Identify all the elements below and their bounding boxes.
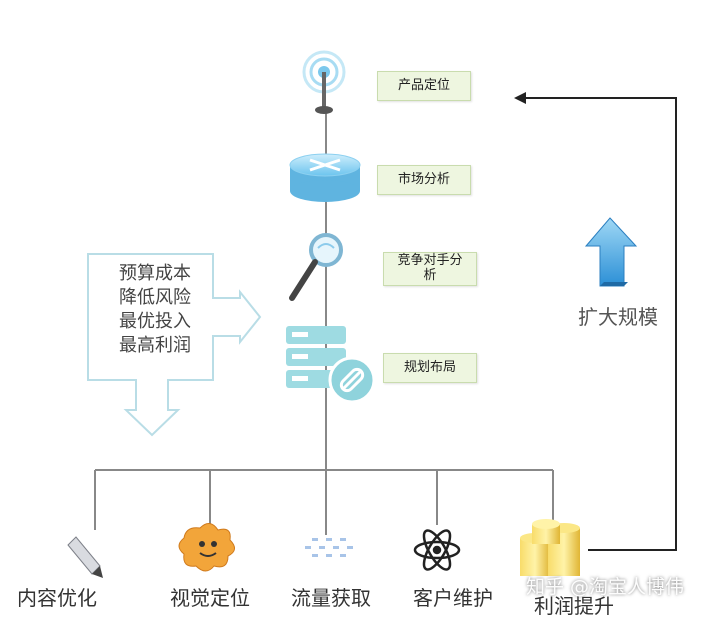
step-label-competitor-analysis: 竞争对手分 析 xyxy=(383,252,477,286)
up-arrow-icon xyxy=(584,217,638,287)
server-icon xyxy=(286,326,376,404)
callout-line: 最优投入 xyxy=(119,311,191,332)
bottom-label-customer-maintenance: 客户维护 xyxy=(413,586,493,610)
magnifier-icon xyxy=(289,233,343,301)
pencil-icon xyxy=(67,536,103,578)
step-label-product-positioning: 产品定位 xyxy=(377,71,471,101)
callout-text: 预算成本 降低风险 最优投入 最高利润 xyxy=(100,262,210,358)
bottom-label-profit-increase: 利润提升 xyxy=(534,594,614,618)
step-label-planning-layout: 规划布局 xyxy=(383,353,477,383)
callout-line: 预算成本 xyxy=(119,263,191,284)
router-icon xyxy=(289,153,361,202)
step-label-market-analysis: 市场分析 xyxy=(377,165,471,195)
bottom-label-traffic-acquisition: 流量获取 xyxy=(291,586,371,610)
bottom-label-visual-positioning: 视觉定位 xyxy=(170,586,250,610)
bottom-label-content-optimization: 内容优化 xyxy=(17,586,97,610)
callout-arrow-box xyxy=(87,253,262,437)
feedback-arrow xyxy=(522,97,677,551)
callout-line: 降低风险 xyxy=(119,287,191,308)
watermark: 知乎 @淘宝人博伟 xyxy=(526,576,685,598)
dots-icon xyxy=(305,538,353,557)
atom-icon xyxy=(413,529,461,571)
coins-icon xyxy=(520,519,580,576)
callout-line: 最高利润 xyxy=(119,335,191,356)
starfish-icon xyxy=(178,523,235,572)
antenna-icon xyxy=(302,50,346,114)
expand-label: 扩大规模 xyxy=(578,305,658,329)
